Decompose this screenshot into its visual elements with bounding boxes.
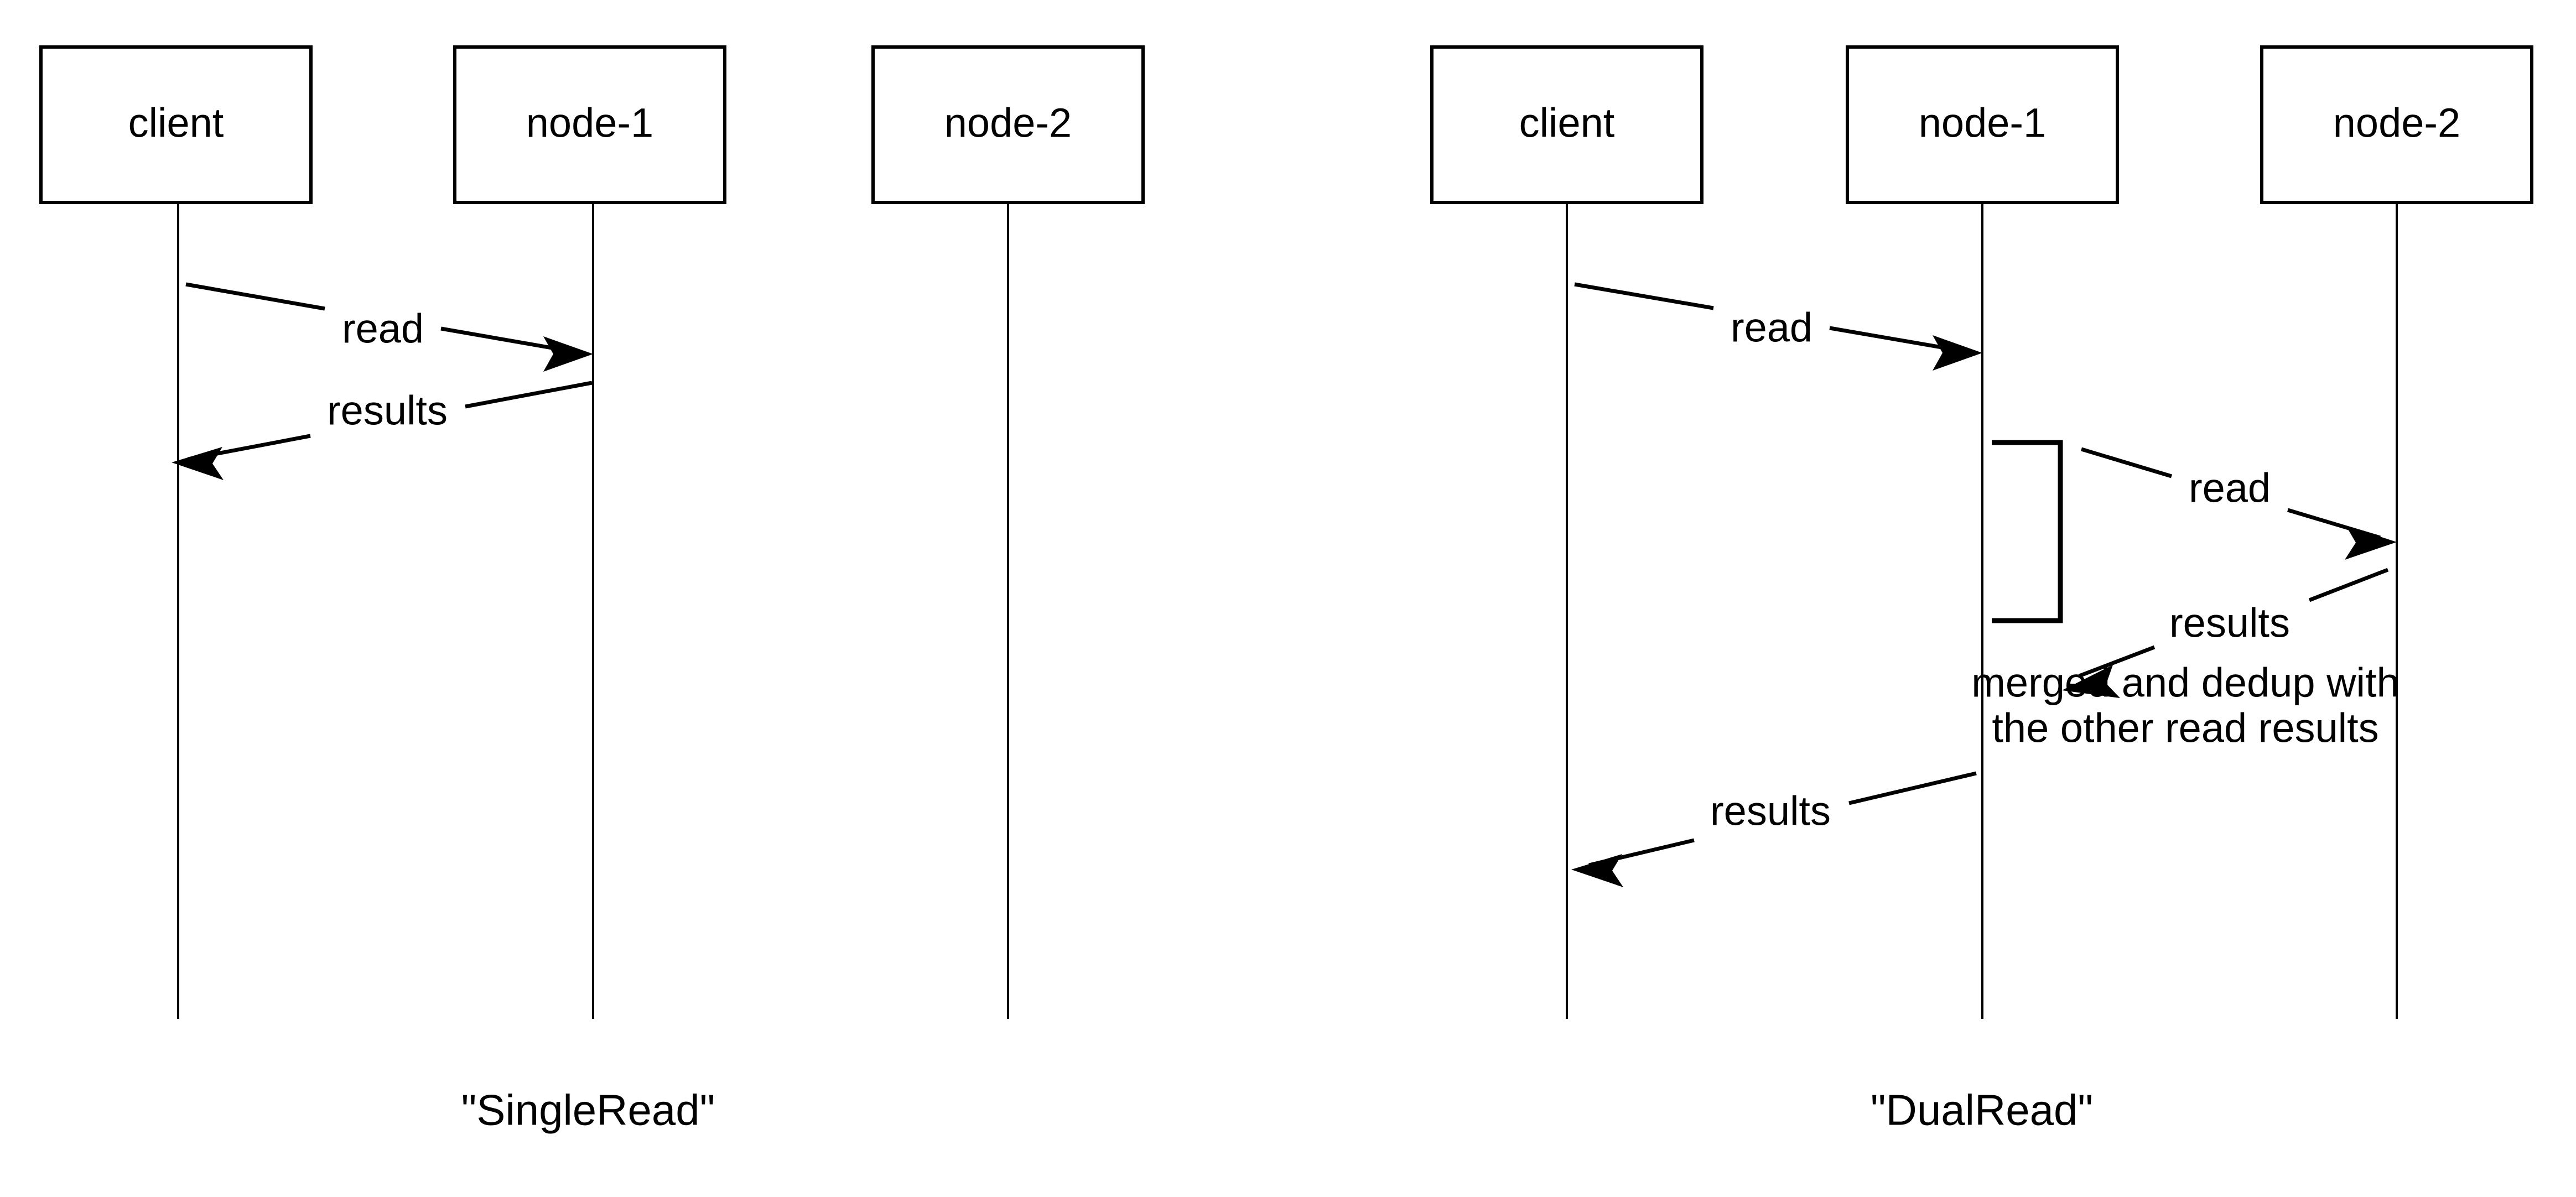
participant-label: node-1 xyxy=(1919,100,2046,146)
participant-box[interactable] xyxy=(39,45,313,204)
diagram-single-read: client node-1 node-2 read xyxy=(39,45,1145,1134)
message-results-node2-to-node1[interactable]: results xyxy=(2062,568,2389,698)
arrow-head-icon xyxy=(1571,854,1623,887)
message-label: read xyxy=(342,306,424,352)
message-label: results xyxy=(1710,788,1831,834)
message-label: results xyxy=(327,388,448,434)
participant-node-2-dual[interactable]: node-2 xyxy=(2260,45,2533,1019)
note-line-2: the other read results xyxy=(1992,705,2378,751)
participant-label: node-2 xyxy=(944,100,1072,146)
message-line-segment-left xyxy=(2078,645,2156,678)
participant-label: client xyxy=(128,100,224,146)
message-label: read xyxy=(2189,465,2271,511)
participant-box[interactable] xyxy=(1430,45,1704,204)
message-line-segment-left xyxy=(1574,282,1714,310)
message-label: read xyxy=(1731,305,1812,351)
message-read-node1-to-node2[interactable]: read xyxy=(2080,447,2397,560)
arrow-head-icon xyxy=(2345,525,2397,560)
message-results-node1-to-client[interactable]: results xyxy=(172,381,593,480)
participant-label: node-2 xyxy=(2333,100,2460,146)
note-merged-dedup: merged and dedup with the other read res… xyxy=(1971,660,2399,751)
message-line-segment-right xyxy=(1848,771,1977,805)
arrow-head-icon xyxy=(1933,335,1982,371)
message-line-segment-right xyxy=(2308,568,2389,602)
message-read-client-to-node1-dual[interactable]: read xyxy=(1574,282,1982,371)
activation-bracket-node-1 xyxy=(1992,440,2063,623)
participant-node-1-single[interactable]: node-1 xyxy=(453,45,726,1019)
participant-label: client xyxy=(1519,100,1615,146)
message-line-segment-left xyxy=(185,282,325,311)
participant-client-dual[interactable]: client xyxy=(1430,45,1704,1019)
message-label: results xyxy=(2169,600,2290,646)
message-read-client-to-node1[interactable]: read xyxy=(185,282,593,372)
participant-node-1-dual[interactable]: node-1 xyxy=(1846,45,2119,1019)
message-results-node1-to-client-dual[interactable]: results xyxy=(1571,771,1977,887)
diagram-caption-dual-read: "DualRead" xyxy=(1871,1086,2093,1134)
arrow-head-icon xyxy=(2062,665,2120,698)
participant-node-2-single[interactable]: node-2 xyxy=(871,45,1145,1019)
participant-box[interactable] xyxy=(2260,45,2533,204)
note-line-1: merged and dedup with xyxy=(1971,660,2399,706)
participant-box[interactable] xyxy=(453,45,726,204)
participant-box[interactable] xyxy=(871,45,1145,204)
arrow-head-icon xyxy=(172,447,224,480)
diagram-dual-read: client node-1 node-2 re xyxy=(1430,45,2533,1134)
participant-client-single[interactable]: client xyxy=(39,45,313,1019)
participant-box[interactable] xyxy=(1846,45,2119,204)
participant-label: node-1 xyxy=(526,100,653,146)
message-line-segment-right xyxy=(465,381,593,409)
arrow-head-icon xyxy=(543,336,593,372)
message-line-segment-left xyxy=(2080,447,2173,478)
diagram-caption-single-read: "SingleRead" xyxy=(461,1086,715,1134)
